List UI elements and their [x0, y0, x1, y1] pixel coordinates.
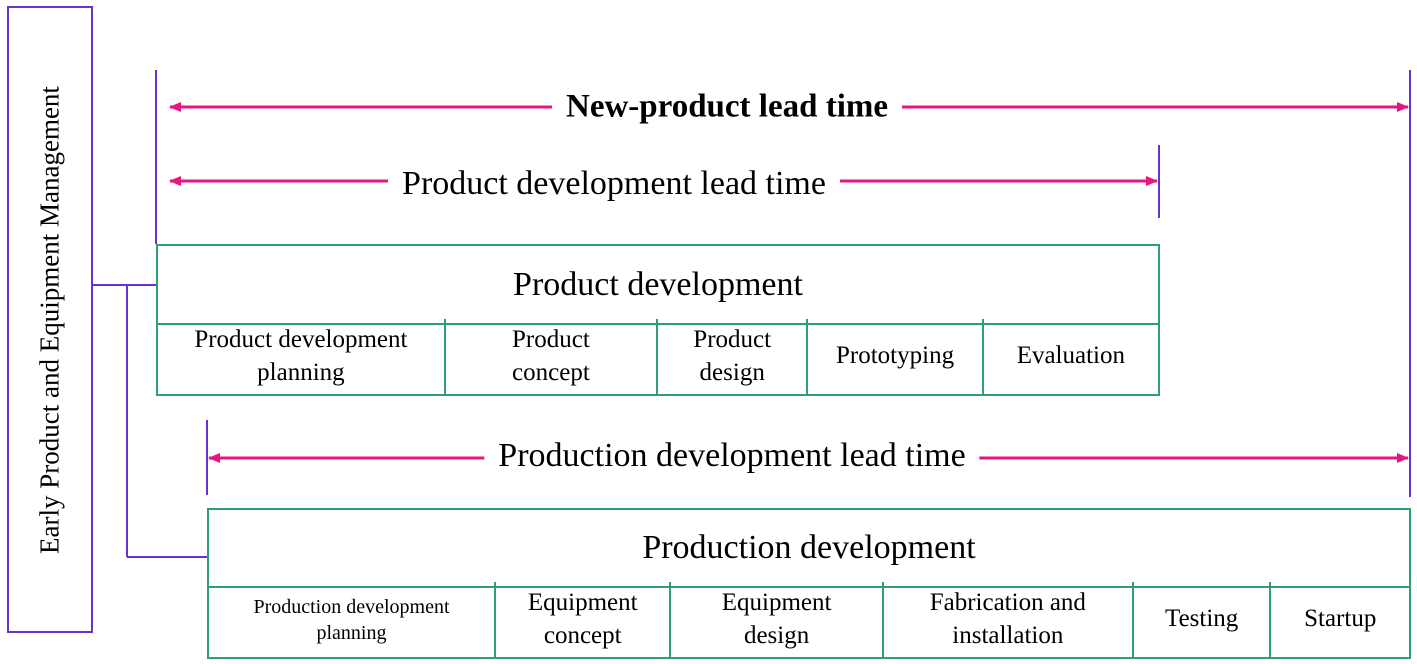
side-label: Early Product and Equipment Management [34, 85, 65, 554]
new-product-lead-time-label: New-product lead time [551, 88, 903, 126]
stage-startup: Startup [1304, 605, 1377, 633]
product-dev-lead-time-label: Product development lead time [388, 165, 840, 203]
stage-product-design: Product design [658, 319, 809, 394]
stage-prototyping: Prototyping [808, 319, 984, 394]
stage-equipment-concept: Equipment concept [496, 582, 672, 657]
production-development-title: Production development [209, 510, 1409, 588]
production-dev-lead-time-label: Production development lead time [484, 437, 980, 475]
stage-product-concept: Product concept [446, 319, 658, 394]
stage-testing: Testing [1134, 582, 1272, 657]
product-development-box: Product development Product development … [156, 244, 1160, 396]
stage-fabrication-and-installation: Fabrication and installation [884, 582, 1134, 657]
stage-product-development-planning: Product development planning [158, 319, 446, 394]
stage-equipment-design: Equipment design [671, 582, 884, 657]
stage-evaluation: Evaluation [1016, 342, 1125, 370]
production-development-box: Production development Production develo… [207, 508, 1411, 659]
stage-production-development-planning: Production development planning [209, 582, 497, 657]
product-development-title: Product development [158, 246, 1158, 325]
side-label-box: Early Product and Equipment Management [7, 6, 93, 633]
